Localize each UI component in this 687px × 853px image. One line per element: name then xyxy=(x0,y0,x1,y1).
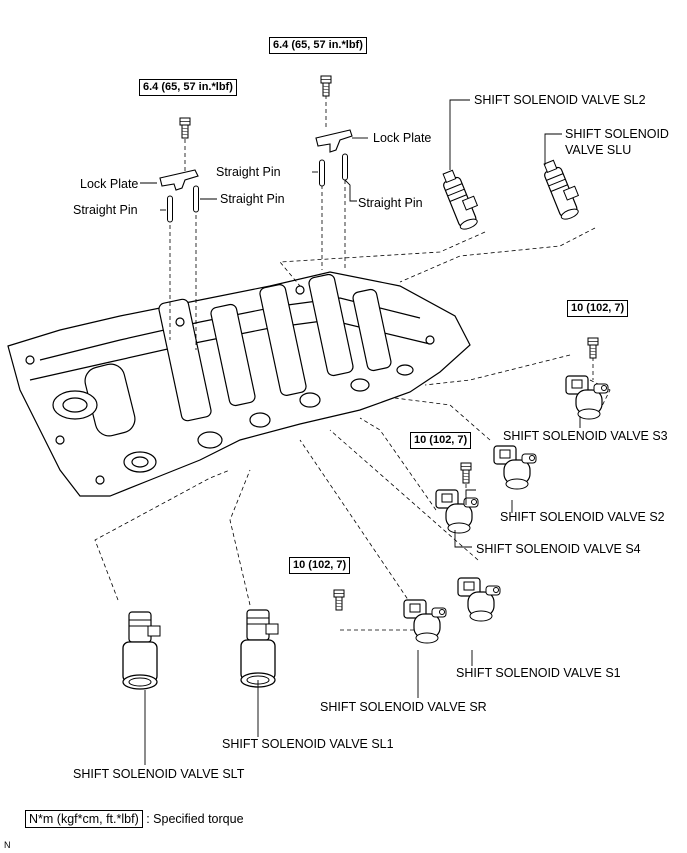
part-label: Lock Plate xyxy=(80,177,139,191)
solenoid-slt-icon xyxy=(122,611,161,690)
part-label: SHIFT SOLENOID VALVE S1 xyxy=(456,666,621,680)
bolt-icon xyxy=(320,75,332,97)
straight-pin-icon xyxy=(319,159,325,187)
bolt-icon xyxy=(333,589,345,611)
straight-pin-icon xyxy=(193,185,199,213)
part-label: SHIFT SOLENOID VALVE SL2 xyxy=(474,93,646,107)
bolt-icon xyxy=(179,117,191,139)
part-label: Straight Pin xyxy=(73,203,138,217)
corner-mark: N xyxy=(4,840,11,850)
part-label: VALVE SLU xyxy=(565,143,632,157)
part-label: SHIFT SOLENOID xyxy=(565,127,669,141)
part-label: Lock Plate xyxy=(373,131,432,145)
solenoid-s2-icon xyxy=(493,445,537,490)
solenoid-slu-icon xyxy=(539,155,586,222)
torque-label: 10 (102, 7) xyxy=(410,432,472,449)
part-label: Straight Pin xyxy=(358,196,423,210)
part-label: Straight Pin xyxy=(220,192,285,206)
part-label: SHIFT SOLENOID VALVE SR xyxy=(320,700,487,714)
solenoid-sr-icon xyxy=(403,599,447,644)
torque-label: 10 (102, 7) xyxy=(567,300,629,317)
valve-body-assembly xyxy=(7,271,471,497)
bolt-icon xyxy=(460,462,472,484)
solenoid-s3-icon xyxy=(565,375,609,420)
part-label: SHIFT SOLENOID VALVE SLT xyxy=(73,767,245,781)
alignment-lines xyxy=(94,95,611,631)
solenoid-sl1-icon xyxy=(240,609,279,688)
bolt-icon xyxy=(587,337,599,359)
solenoid-sl2-icon xyxy=(438,165,485,232)
legend-unit-box: N*m (kgf*cm, ft.*lbf) xyxy=(25,810,143,828)
solenoid-s1-icon xyxy=(457,577,501,622)
torque-label: 6.4 (65, 57 in.*lbf) xyxy=(139,79,237,96)
part-label: SHIFT SOLENOID VALVE S3 xyxy=(503,429,668,443)
straight-pin-icon xyxy=(342,153,348,181)
lock-plate-left-icon xyxy=(159,169,199,191)
part-label: SHIFT SOLENOID VALVE S2 xyxy=(500,510,665,524)
part-label: SHIFT SOLENOID VALVE SL1 xyxy=(222,737,394,751)
solenoid-s4-icon xyxy=(435,489,479,534)
legend-description: : Specified torque xyxy=(146,812,244,826)
torque-legend: N*m (kgf*cm, ft.*lbf) : Specified torque xyxy=(25,810,244,828)
lock-plate-middle-icon xyxy=(315,129,353,153)
torque-label: 10 (102, 7) xyxy=(289,557,351,574)
leader-lines xyxy=(140,99,581,765)
torque-label: 6.4 (65, 57 in.*lbf) xyxy=(269,37,367,54)
straight-pin-icon xyxy=(167,195,173,223)
part-label: SHIFT SOLENOID VALVE S4 xyxy=(476,542,641,556)
part-label: Straight Pin xyxy=(216,165,281,179)
